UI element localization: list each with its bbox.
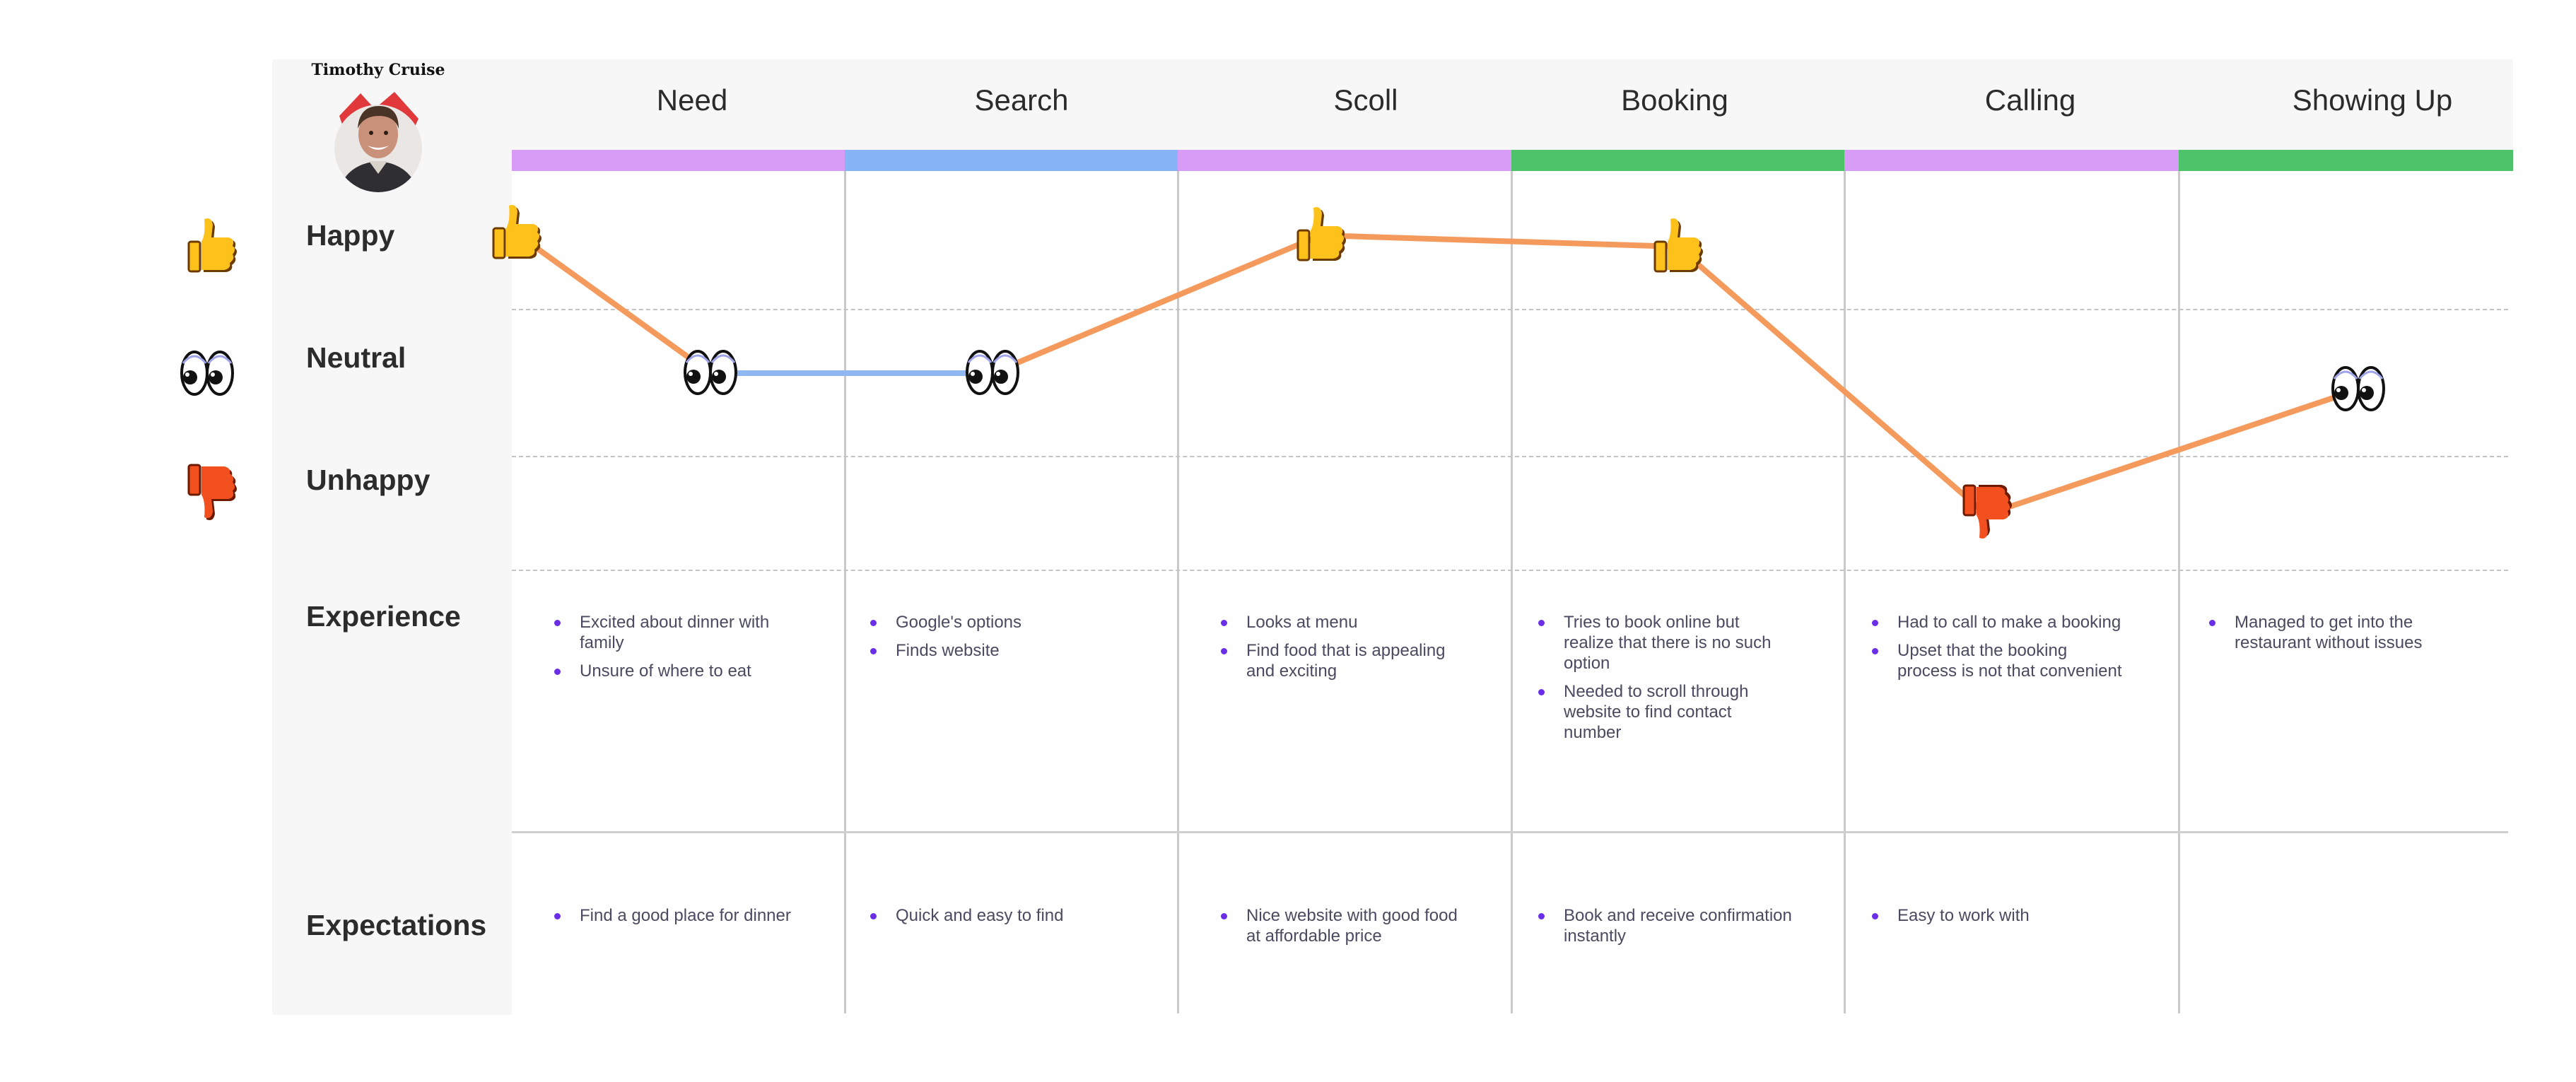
column-divider xyxy=(1844,171,1846,1013)
experience-cell-showing-up: Managed to get into the restaurant witho… xyxy=(2209,612,2464,661)
stage-label-need: Need xyxy=(656,83,728,117)
row-separator xyxy=(512,309,2508,310)
experience-item: Google's options xyxy=(870,612,1125,633)
experience-cell-scoll: Looks at menu Find food that is appealin… xyxy=(1221,612,1475,689)
stage-label-showing-up: Showing Up xyxy=(2292,83,2453,117)
eyes-icon xyxy=(684,350,737,395)
thumbs-down-icon xyxy=(1962,484,2012,539)
journey-segment xyxy=(513,230,713,376)
thumbs-up-icon xyxy=(187,218,237,273)
expectations-cell-calling: Easy to work with xyxy=(1872,905,2126,934)
experience-item: Needed to scroll through website to find… xyxy=(1538,681,1793,743)
column-divider xyxy=(1511,171,1513,1013)
expectations-cell-scoll: Nice website with good food at affordabl… xyxy=(1221,905,1475,954)
journey-segment xyxy=(1318,233,1680,249)
stage-header-band xyxy=(512,59,2513,150)
stage-bar-need xyxy=(512,150,845,171)
row-label-happy: Happy xyxy=(306,219,395,252)
experience-cell-booking: Tries to book online but realize that th… xyxy=(1538,612,1793,751)
thumbs-down-icon xyxy=(187,464,237,520)
row-separator xyxy=(512,456,2508,457)
row-label-unhappy: Unhappy xyxy=(306,464,431,496)
column-divider xyxy=(1177,171,1179,1013)
row-label-experience: Experience xyxy=(306,600,461,633)
persona-avatar xyxy=(334,92,422,192)
persona-name: Timothy Cruise xyxy=(311,61,445,79)
row-separator xyxy=(512,570,2508,571)
experience-cell-search: Google's options Finds website xyxy=(870,612,1125,669)
eyes-icon xyxy=(2331,366,2385,411)
journey-segment xyxy=(990,233,1323,376)
journey-segment xyxy=(1675,244,1989,517)
section-separator xyxy=(512,831,2508,833)
experience-cell-need: Excited about dinner with family Unsure … xyxy=(554,612,809,689)
experience-item: Finds website xyxy=(870,640,1125,661)
stage-label-booking: Booking xyxy=(1621,83,1728,117)
thumbs-up-icon xyxy=(492,205,541,259)
expectation-item: Find a good place for dinner xyxy=(554,905,809,926)
row-label-panel xyxy=(272,59,512,1015)
expectations-cell-booking: Book and receive confirmation instantly xyxy=(1538,905,1793,954)
stage-bar-scoll xyxy=(1178,150,1511,171)
expectations-cell-need: Find a good place for dinner xyxy=(554,905,809,934)
experience-item: Upset that the booking process is not th… xyxy=(1872,640,2126,681)
expectation-item: Quick and easy to find xyxy=(870,905,1125,926)
expectations-cell-search: Quick and easy to find xyxy=(870,905,1125,934)
column-divider xyxy=(844,171,846,1013)
experience-item: Tries to book online but realize that th… xyxy=(1538,612,1793,674)
experience-item: Had to call to make a booking xyxy=(1872,612,2126,633)
expectation-item: Nice website with good food at affordabl… xyxy=(1221,905,1475,946)
journey-segment xyxy=(1984,387,2361,517)
stage-label-search: Search xyxy=(974,83,1069,117)
thumbs-up-icon xyxy=(1296,207,1346,261)
row-label-expectations: Expectations xyxy=(306,909,487,941)
expectation-item: Book and receive confirmation instantly xyxy=(1538,905,1793,946)
stage-label-scoll: Scoll xyxy=(1333,83,1398,117)
expectation-item: Easy to work with xyxy=(1872,905,2126,926)
eyes-icon xyxy=(966,350,1019,395)
stage-bar-search xyxy=(845,150,1178,171)
row-label-neutral: Neutral xyxy=(306,341,406,374)
stage-bar-booking xyxy=(1511,150,1844,171)
eyes-icon xyxy=(180,351,234,396)
experience-item: Managed to get into the restaurant witho… xyxy=(2209,612,2464,653)
thumbs-up-icon xyxy=(1653,218,1703,273)
stage-bar-calling xyxy=(1844,150,2179,171)
experience-item: Find food that is appealing and exciting xyxy=(1221,640,1475,681)
experience-item: Unsure of where to eat xyxy=(554,661,809,681)
experience-item: Looks at menu xyxy=(1221,612,1475,633)
stage-label-calling: Calling xyxy=(1984,83,2076,117)
column-divider xyxy=(2178,171,2180,1013)
experience-cell-calling: Had to call to make a booking Upset that… xyxy=(1872,612,2126,689)
experience-item: Excited about dinner with family xyxy=(554,612,809,653)
stage-bar-showing-up xyxy=(2179,150,2513,171)
